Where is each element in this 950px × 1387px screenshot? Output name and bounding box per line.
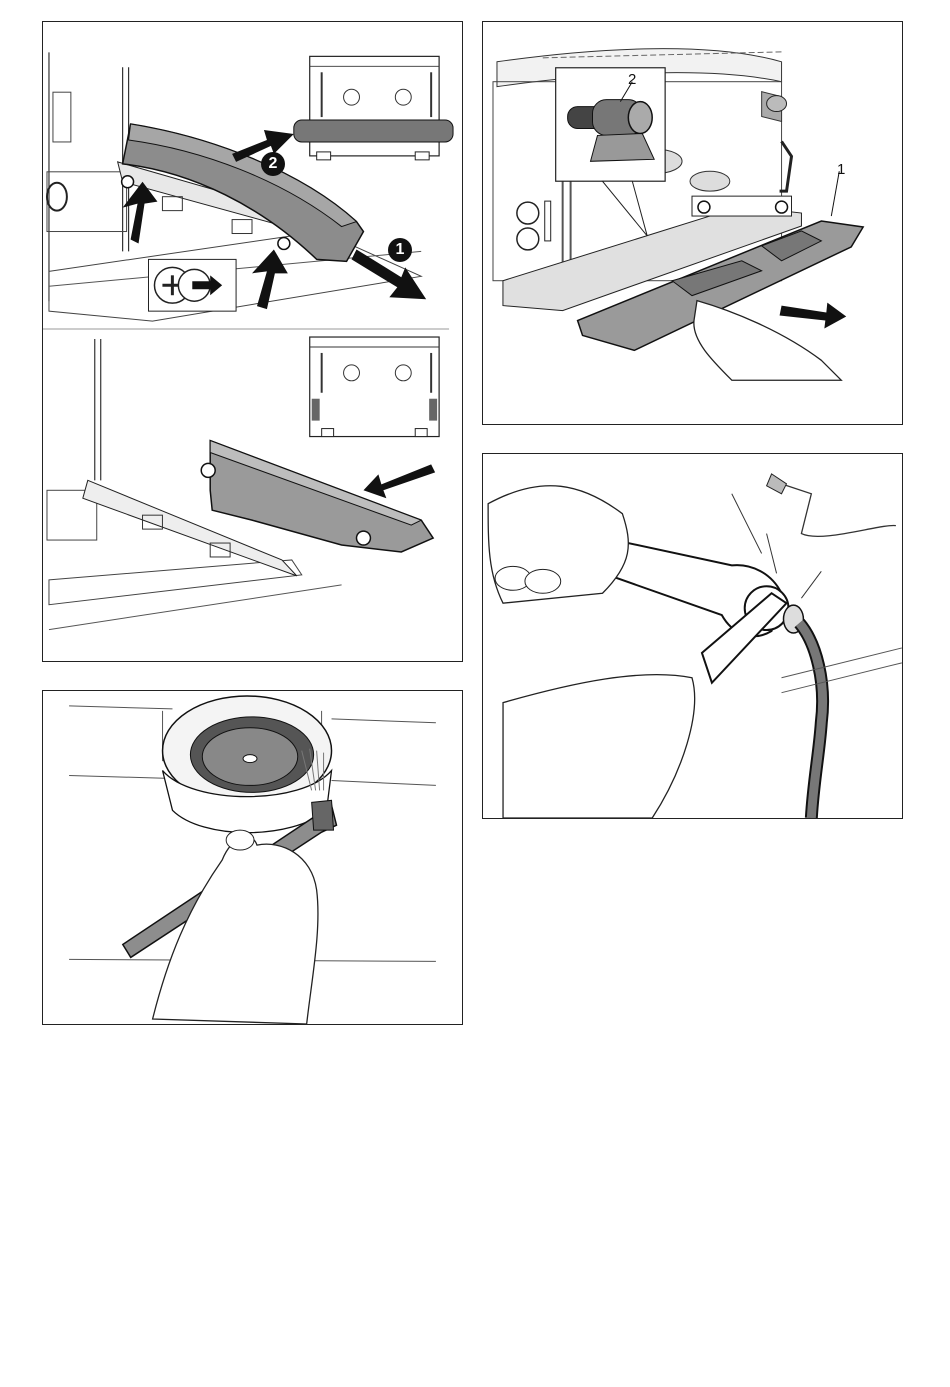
callout-2: 2 xyxy=(628,72,636,87)
drip-grille-removal-illustration: 1 2 xyxy=(482,21,903,425)
group-head-brush-illustration xyxy=(42,690,463,1025)
brush-drawing xyxy=(43,691,462,1024)
drip-tray-removal-drawing xyxy=(43,22,462,661)
drip-grille-drawing xyxy=(483,22,902,424)
wrench-fitting-illustration xyxy=(482,453,903,819)
step-badge-1: 1 xyxy=(388,238,412,262)
drip-tray-removal-illustration: 1 2 xyxy=(42,21,463,662)
step-badge-2: 2 xyxy=(261,152,285,176)
wrench-drawing xyxy=(483,454,902,818)
callout-1: 1 xyxy=(837,162,845,177)
